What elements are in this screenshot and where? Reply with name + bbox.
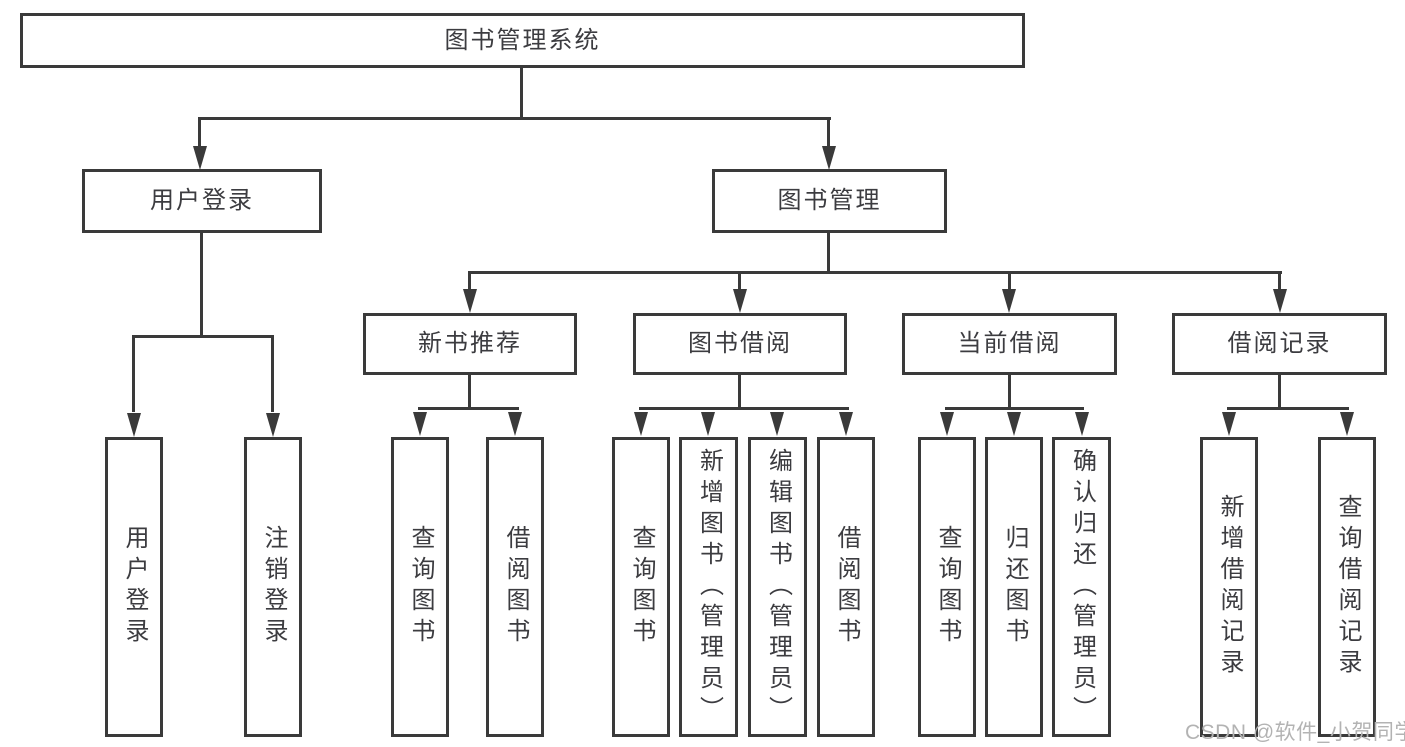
arrow-down-icon xyxy=(266,413,280,437)
arrow-down-icon xyxy=(634,412,648,436)
node-new-book-recommend: 新书推荐 xyxy=(363,313,577,375)
leaf-query-book-1: 查询图书 xyxy=(391,437,449,737)
connector-line xyxy=(200,233,203,337)
connector-line xyxy=(1008,271,1011,293)
csdn-watermark: CSDN @软件_小贺同学 xyxy=(1185,721,1405,744)
connector-line xyxy=(827,117,830,150)
connector-line xyxy=(1278,375,1281,409)
arrow-down-icon xyxy=(701,412,715,436)
connector-line xyxy=(468,271,1282,274)
connector-line xyxy=(1278,271,1281,293)
connector-line xyxy=(132,335,135,412)
arrow-down-icon xyxy=(1002,289,1016,313)
connector-line xyxy=(1227,407,1349,410)
node-user-login: 用户登录 xyxy=(82,169,322,233)
arrow-down-icon xyxy=(193,146,207,170)
connector-line xyxy=(738,271,741,293)
leaf-edit-book-admin: 编辑图书（管理员） xyxy=(748,437,807,737)
node-book-management: 图书管理 xyxy=(712,169,947,233)
connector-line xyxy=(132,335,274,338)
arrow-down-icon xyxy=(770,412,784,436)
leaf-confirm-return-admin: 确认归还（管理员） xyxy=(1052,437,1111,737)
leaf-borrow-book-1: 借阅图书 xyxy=(486,437,544,737)
leaf-query-borrow-record: 查询借阅记录 xyxy=(1318,437,1376,737)
leaf-logout: 注销登录 xyxy=(244,437,302,737)
connector-line xyxy=(468,375,471,409)
connector-line xyxy=(827,232,830,274)
connector-line xyxy=(945,407,1084,410)
leaf-add-borrow-record: 新增借阅记录 xyxy=(1200,437,1258,737)
connector-line xyxy=(468,271,471,293)
arrow-down-icon xyxy=(839,412,853,436)
arrow-down-icon xyxy=(1075,412,1089,436)
leaf-add-book-admin: 新增图书（管理员） xyxy=(679,437,738,737)
arrow-down-icon xyxy=(733,289,747,313)
connector-line xyxy=(198,117,201,150)
arrow-down-icon xyxy=(1273,289,1287,313)
arrow-down-icon xyxy=(463,289,477,313)
arrow-down-icon xyxy=(1340,412,1354,436)
connector-line xyxy=(738,375,741,409)
arrow-down-icon xyxy=(822,146,836,170)
node-book-borrow: 图书借阅 xyxy=(633,313,847,375)
arrow-down-icon xyxy=(127,413,141,437)
connector-line xyxy=(271,335,274,412)
leaf-query-book-2: 查询图书 xyxy=(612,437,670,737)
node-current-borrow: 当前借阅 xyxy=(902,313,1117,375)
arrow-down-icon xyxy=(940,412,954,436)
connector-line xyxy=(198,117,831,120)
arrow-down-icon xyxy=(508,412,522,436)
connector-line xyxy=(520,68,523,120)
leaf-return-book: 归还图书 xyxy=(985,437,1043,737)
leaf-user-login: 用户登录 xyxy=(105,437,163,737)
node-borrow-records: 借阅记录 xyxy=(1172,313,1387,375)
leaf-query-book-3: 查询图书 xyxy=(918,437,976,737)
connector-line xyxy=(418,407,519,410)
connector-line xyxy=(1008,375,1011,409)
arrow-down-icon xyxy=(1222,412,1236,436)
node-root: 图书管理系统 xyxy=(20,13,1025,68)
arrow-down-icon xyxy=(1007,412,1021,436)
leaf-borrow-book-2: 借阅图书 xyxy=(817,437,875,737)
connector-line xyxy=(639,407,849,410)
arrow-down-icon xyxy=(413,412,427,436)
